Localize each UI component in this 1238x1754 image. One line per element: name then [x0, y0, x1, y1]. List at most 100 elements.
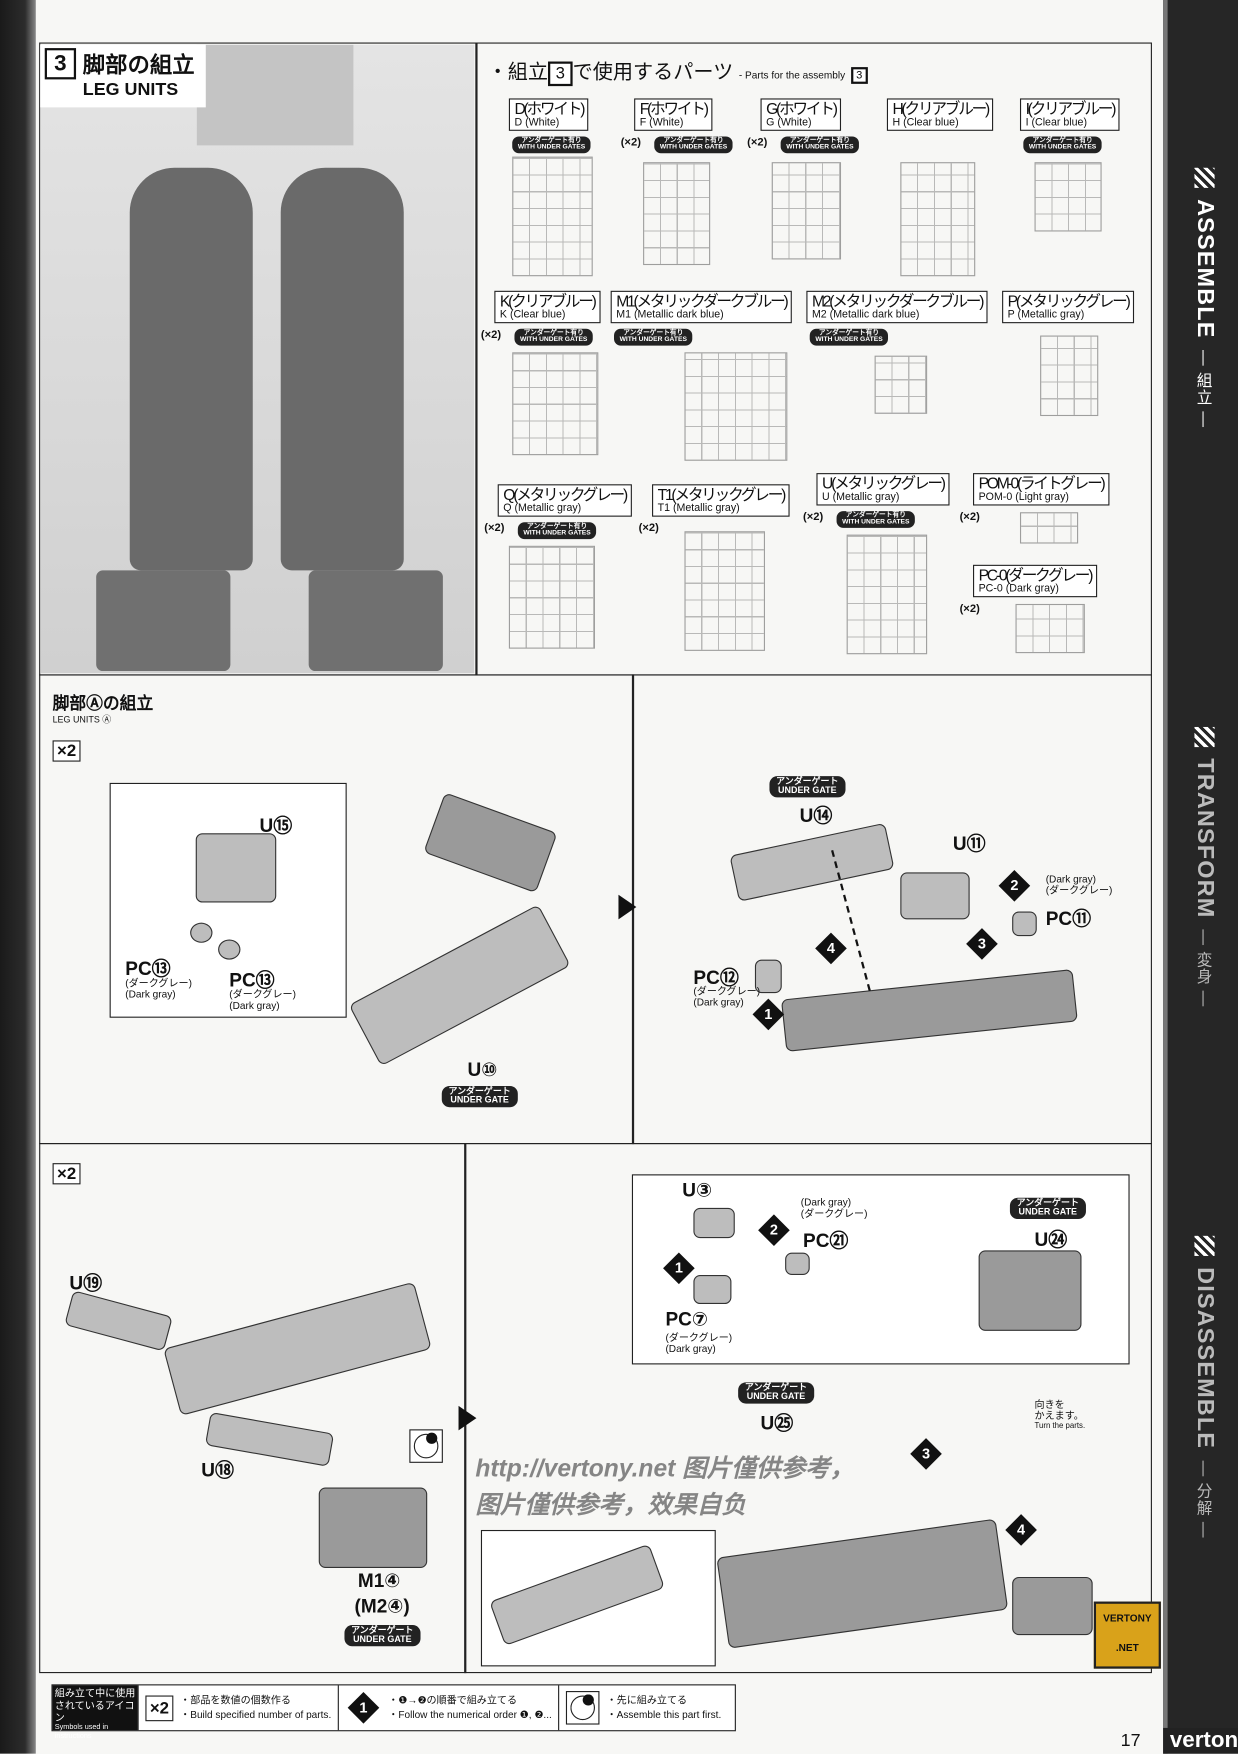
color-jp: (ダークグレー)	[693, 985, 761, 997]
gate-en: WITH UNDER GATES	[659, 144, 728, 152]
part-label: I(クリアブルー)I (Clear blue)	[1019, 98, 1120, 131]
part-label-jp: F(ホワイト)	[639, 99, 709, 118]
part-label-jp: K(クリアブルー)	[499, 291, 597, 310]
part-label-jp: Q(メタリックグレー)	[503, 485, 628, 504]
part-label-jp: P(メタリックグレー)	[1007, 291, 1131, 310]
part-label-jp: D(ホワイト)	[514, 99, 585, 118]
stripes-icon	[1194, 167, 1215, 188]
under-gate-jp: アンダーゲート	[448, 1085, 511, 1097]
label-u24: U㉔	[1034, 1229, 1068, 1251]
leg-assembly-section-2	[39, 1143, 1152, 1674]
part-label-en: POM-0 (Light gray)	[978, 490, 1069, 503]
sidebar-tab-assemble[interactable]: ASSEMBLE — 組立 —	[1177, 167, 1233, 428]
part-label-en: D (White)	[514, 115, 560, 129]
watermark: http://vertony.net 图片僅供参考， 图片僅供参考，效果自负	[475, 1449, 854, 1523]
under-gate-en: UNDER GATE	[778, 785, 837, 796]
part-quantity: (×2)	[484, 522, 505, 535]
part-pc13	[190, 922, 213, 943]
part-quantity: (×2)	[959, 602, 980, 616]
under-gate-en: UNDER GATE	[450, 1095, 509, 1106]
part-quantity: (×2)	[959, 511, 980, 524]
runner-sprue-image	[512, 352, 599, 456]
step-1-icon: 1	[663, 1252, 695, 1285]
part-label: F(ホワイト)F (White)	[634, 98, 713, 131]
x2-badge: ×2	[52, 740, 81, 762]
x2-icon: ×2	[145, 1694, 174, 1721]
color-en: (Dark gray)	[229, 999, 280, 1011]
under-gate-jp: アンダーゲート	[776, 776, 839, 787]
color-note: (Dark gray)(ダークグレー)	[1046, 874, 1113, 897]
part-label: K(クリアブルー)K (Clear blue)	[494, 290, 601, 323]
gate-en: WITH UNDER GATES	[517, 144, 586, 152]
runner-sprue-image	[874, 355, 928, 414]
label-pc13: PC⑬	[125, 958, 171, 980]
color-note: (ダークグレー)(Dark gray)	[229, 988, 296, 1012]
under-gate-jp: アンダーゲート	[744, 1382, 808, 1393]
sidebar-tab-disassemble[interactable]: DISASSEMBLE — 分解 —	[1177, 1235, 1233, 1539]
sidebar-tab-label: TRANSFORM	[1192, 758, 1218, 919]
part-pc7	[693, 1274, 732, 1305]
binding-edge	[0, 0, 36, 1754]
part-label-jp: I(クリアブルー)	[1025, 99, 1117, 118]
part-quantity: (×2)	[747, 136, 768, 149]
part-m1-4	[318, 1487, 428, 1568]
section-title-en: LEG UNITS	[82, 80, 179, 100]
color-en: (Dark gray)	[665, 1343, 716, 1355]
sidebar-tab-label: ASSEMBLE	[1192, 199, 1218, 339]
divider	[475, 42, 477, 676]
part-u11	[900, 872, 970, 920]
part-quantity: (×2)	[638, 522, 659, 535]
part-label-en: M1 (Metallic dark blue)	[616, 308, 724, 321]
gate-en: WITH UNDER GATES	[815, 336, 883, 344]
step-number: 1	[359, 1698, 368, 1716]
sidebar-tab-jp: — 分解 —	[1195, 1460, 1214, 1539]
x2-badge: ×2	[52, 1163, 81, 1185]
color-jp: (ダークグレー)	[229, 988, 296, 1000]
legend-x2: ×2 ・部品を数値の個数作る・Build specified number of…	[137, 1685, 338, 1731]
legend-order: 1 ・❶→❷の順番で組み立てる・Follow the numerical ord…	[337, 1685, 559, 1731]
label-u25: U㉕	[760, 1412, 794, 1434]
parts-header-prefix: ・組立	[487, 60, 549, 83]
part-u3	[693, 1207, 735, 1239]
part-label-en: K (Clear blue)	[499, 308, 566, 321]
label-pc7: PC⑦	[665, 1308, 708, 1330]
part-label: H(クリアブルー)H (Clear blue)	[886, 98, 994, 131]
part-label: POM-0(ライトグレー)POM-0 (Light gray)	[973, 473, 1110, 506]
gate-jp: アンダーゲート有り	[663, 137, 724, 145]
gate-jp: アンダーゲート有り	[523, 329, 584, 337]
color-en: (Dark gray)	[800, 1196, 852, 1208]
watermark-line2: 图片僅供参考，效果自负	[475, 1490, 746, 1519]
part-u15	[195, 833, 277, 903]
part-pc13	[218, 939, 241, 960]
part-label: G(ホワイト)G (White)	[760, 98, 842, 131]
gate-en: WITH UNDER GATES	[842, 519, 910, 526]
part-label-jp: T1(メタリックグレー)	[657, 485, 787, 504]
page-number: 17	[1120, 1731, 1141, 1751]
watermark-line1: http://vertony.net 图片僅供参考，	[475, 1453, 855, 1482]
part-label-jp: M1(メタリックダークブルー)	[616, 291, 788, 310]
runner-sprue-image	[684, 531, 765, 651]
color-jp: (ダークグレー)	[125, 977, 192, 989]
turn-jp2: かえます。	[1034, 1410, 1084, 1422]
section-number: 3	[44, 47, 77, 79]
legend-first-jp: ・先に組み立てる	[606, 1694, 688, 1707]
right-foot-shape	[308, 570, 443, 672]
label-u14: U⑭	[799, 805, 833, 827]
legend-order-jp: ・❶→❷の順番で組み立てる	[388, 1694, 518, 1707]
step-2-icon: 2	[758, 1214, 790, 1247]
sidebar-tab-transform[interactable]: TRANSFORM — 変身 —	[1177, 726, 1233, 1008]
legend-x2-en: ・Build specified number of parts.	[180, 1708, 332, 1721]
color-en: (Dark gray)	[125, 988, 176, 1000]
part-u24	[978, 1250, 1082, 1331]
